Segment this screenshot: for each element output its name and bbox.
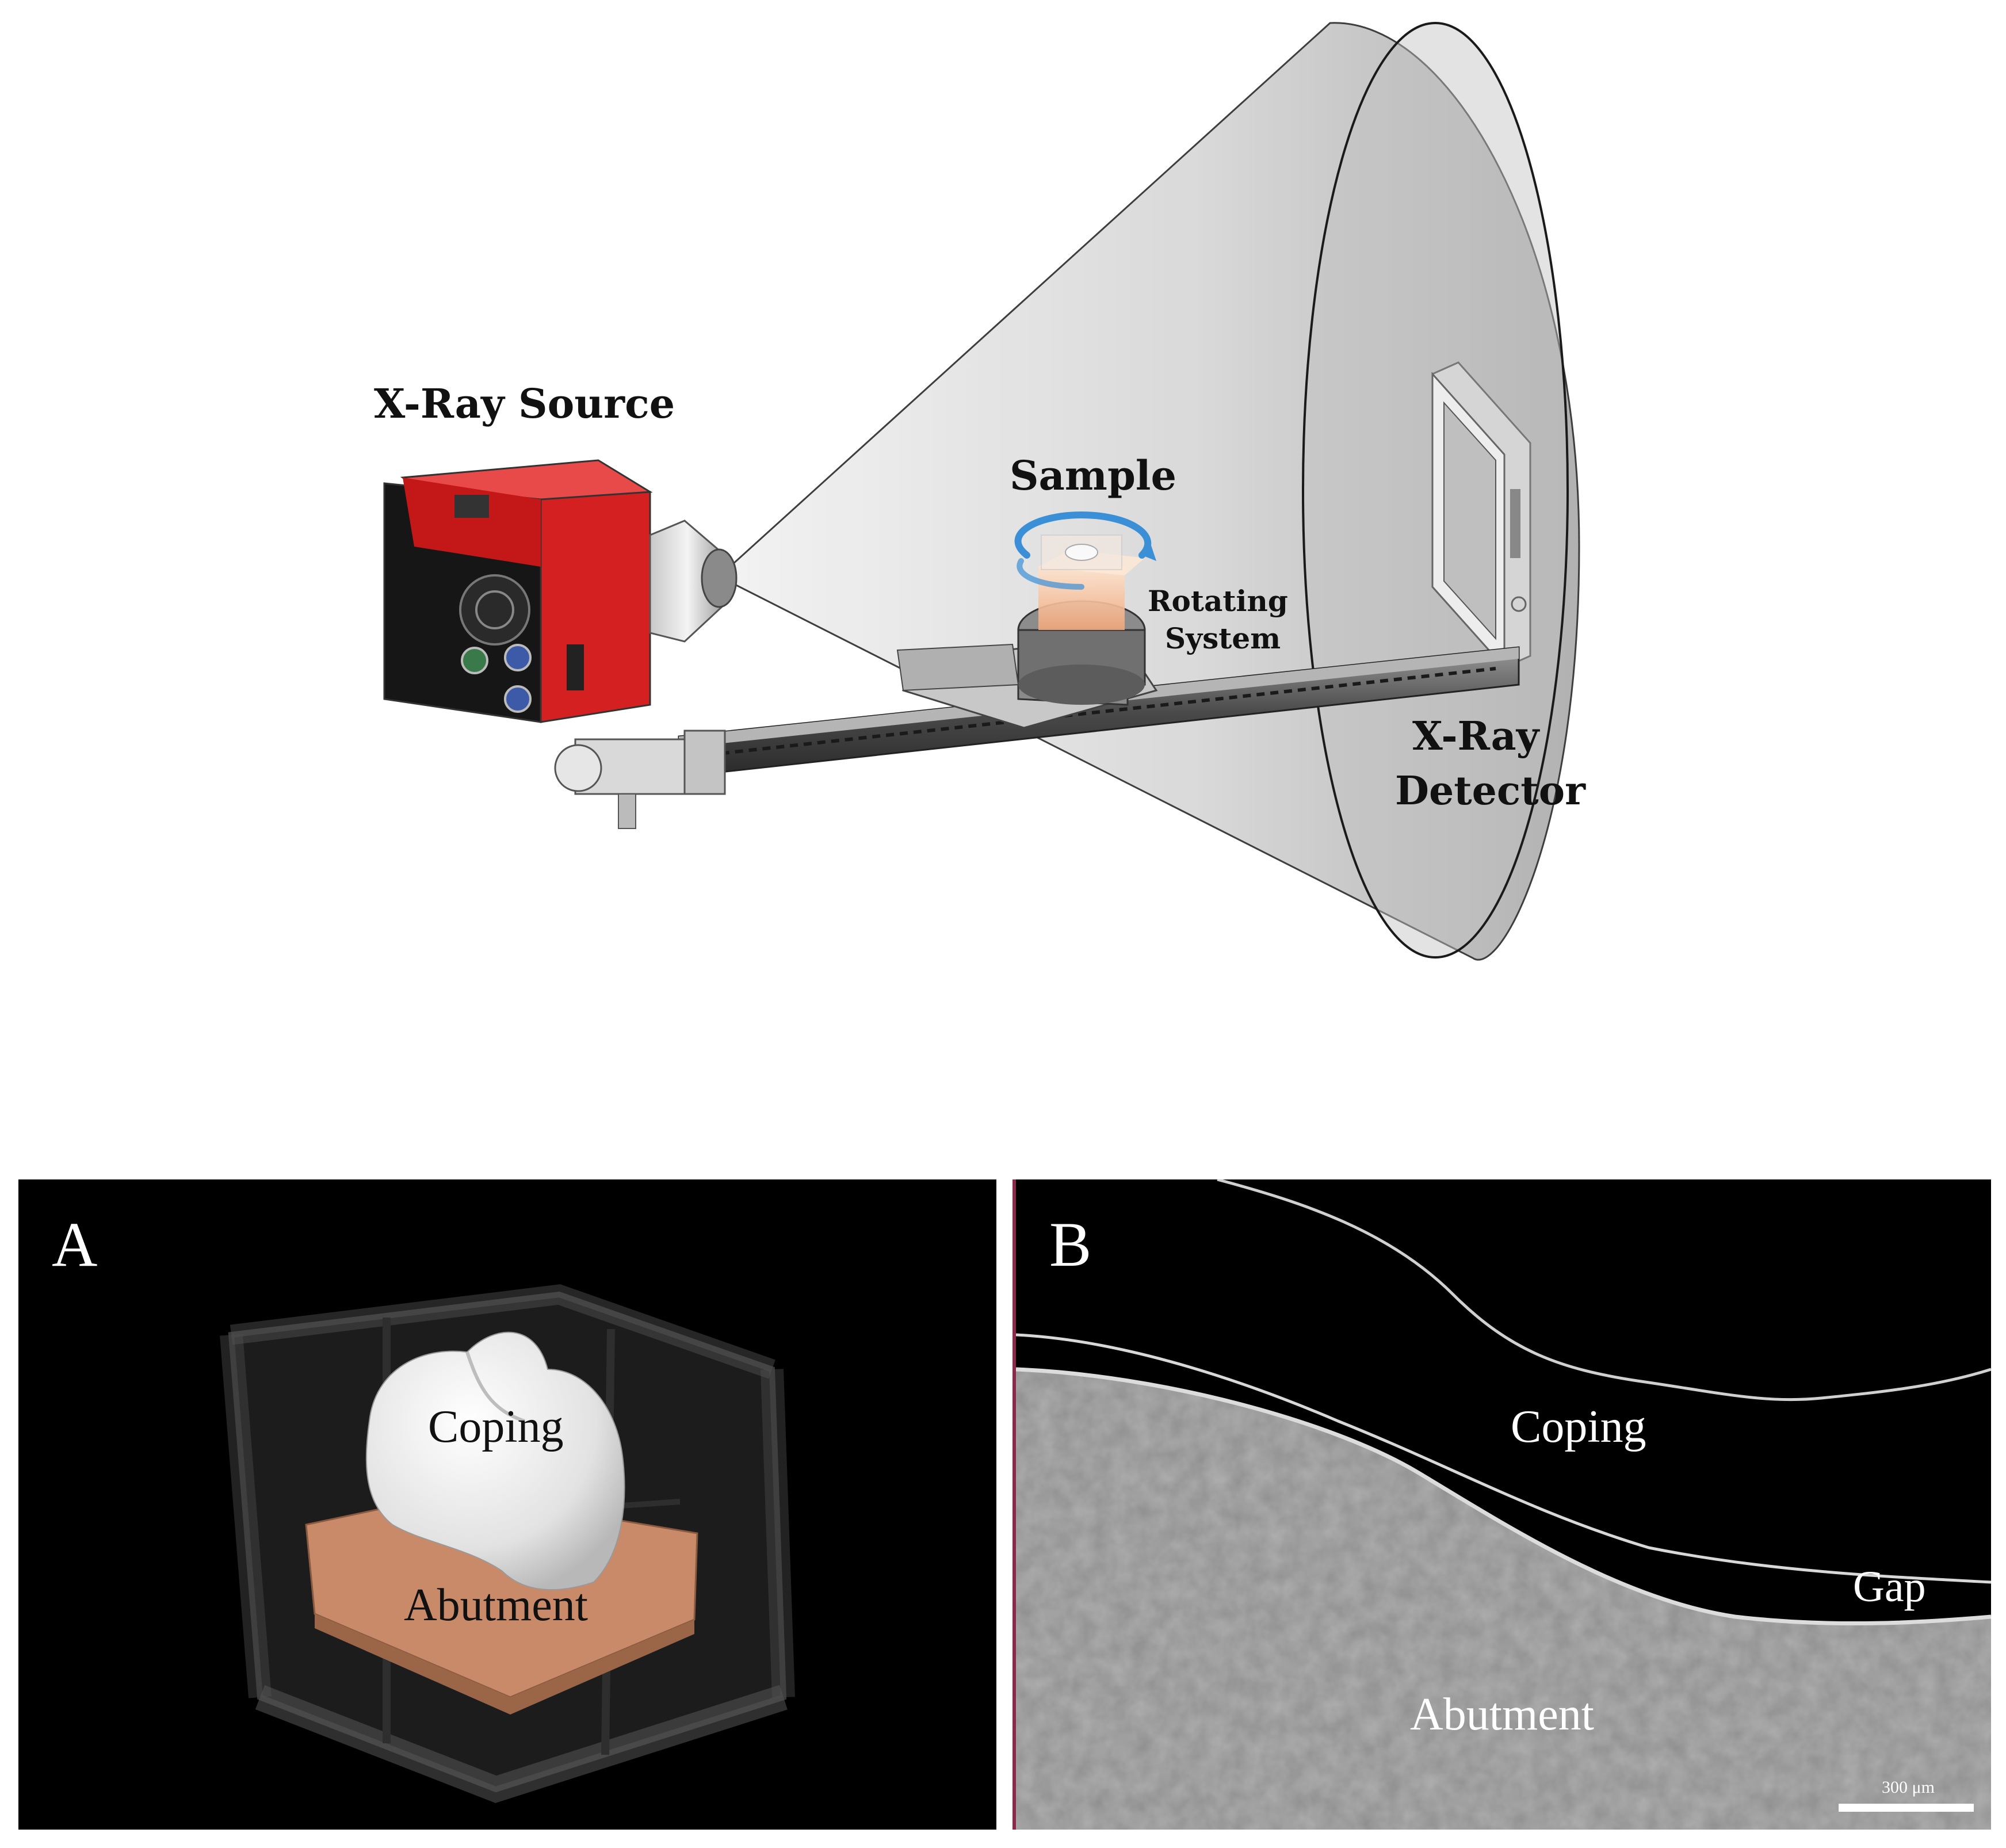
panel-b-letter: B xyxy=(1049,1209,1092,1280)
scale-bar-label: 300 μm xyxy=(1882,1778,1935,1797)
panel-a-coping-label: Coping xyxy=(428,1402,564,1452)
xray-detector-label-line2: Detector xyxy=(1395,768,1585,814)
rotating-system-label-line2: System xyxy=(1165,621,1281,655)
rotation-arrow-icon xyxy=(1014,511,1156,590)
sample xyxy=(1038,534,1145,630)
sample-label: Sample xyxy=(1010,452,1177,499)
xray-detector-label-line1: X-Ray xyxy=(1412,713,1539,759)
rotating-system-label-line1: Rotating xyxy=(1148,584,1288,618)
panel-b-cross-section xyxy=(1016,1179,1991,1830)
panel-b-gap-label: Gap xyxy=(1853,1563,1926,1611)
xray-detector xyxy=(1431,361,1531,670)
xray-cone xyxy=(717,22,1580,961)
micro-ct-setup-diagram xyxy=(383,22,1580,961)
panel-a-abutment-label: Abutment xyxy=(404,1580,588,1631)
rail-motor xyxy=(554,730,726,829)
panel-a: A Coping Abutment xyxy=(18,1179,996,1830)
panel-a-render xyxy=(220,1284,795,1803)
xray-source-label: X-Ray Source xyxy=(374,380,675,427)
panel-a-letter: A xyxy=(52,1209,98,1280)
panel-b-abutment-label: Abutment xyxy=(1410,1689,1594,1740)
scale-bar xyxy=(1839,1804,1974,1812)
xray-source xyxy=(383,459,738,723)
panel-b-coping-label: Coping xyxy=(1511,1402,1646,1452)
panel-b: B Coping Gap Abutment 300 μm xyxy=(1012,1179,1991,1830)
coping-shape xyxy=(365,1331,625,1591)
